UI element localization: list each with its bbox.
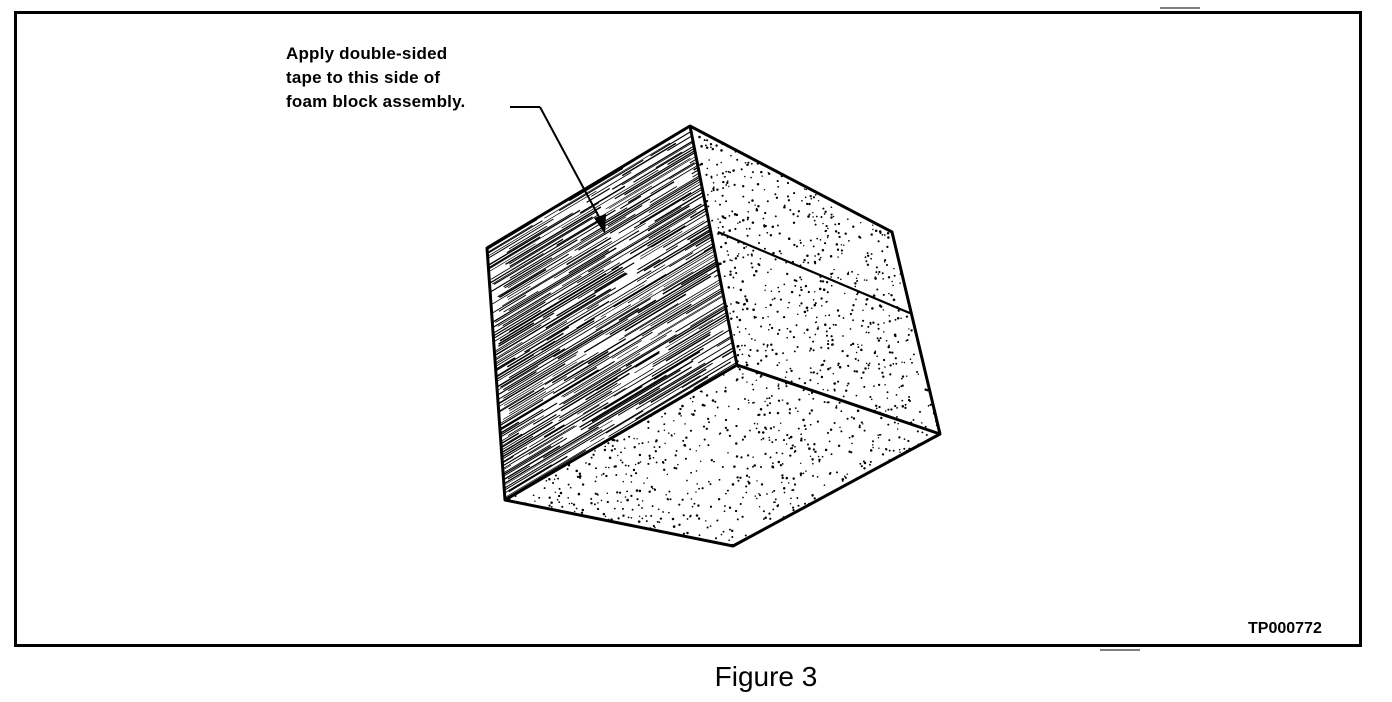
callout-line: Apply double-sided — [286, 44, 448, 63]
frame-marks — [1100, 7, 1200, 651]
callout-text: Apply double-sided tape to this side of … — [286, 42, 465, 114]
reference-code: TP000772 — [1248, 620, 1322, 637]
callout-line: foam block assembly. — [286, 92, 466, 111]
callout-line: tape to this side of — [286, 68, 441, 87]
block-outline — [485, 124, 942, 548]
figure-caption: Figure 3 — [714, 661, 818, 692]
callout-leader-arrow — [510, 106, 606, 234]
tape-side-face — [487, 126, 737, 500]
